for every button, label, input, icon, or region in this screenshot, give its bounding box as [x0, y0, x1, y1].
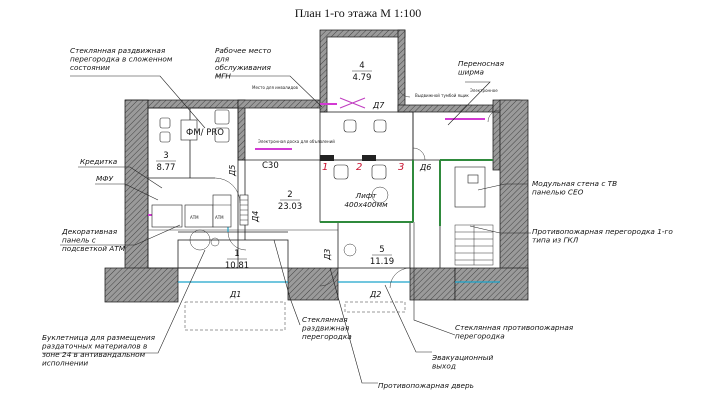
staircase — [454, 224, 494, 266]
callout-line: раздаточных материалов в — [41, 342, 147, 351]
room-2-area: 23.03 — [278, 202, 302, 212]
pm-pro-label: ФМ/ PRO — [186, 128, 224, 138]
workstation-2: 2 — [356, 162, 362, 173]
callout-line: типа из ГКЛ — [532, 236, 579, 245]
note-drawer: Выдвижной тумбой ящик — [415, 93, 469, 98]
workstation-1: 1 — [322, 162, 328, 173]
door-d1: Д1 — [229, 290, 241, 299]
atm-label-2: АТМ — [215, 215, 224, 220]
note-electronic: Электронное — [470, 88, 498, 93]
callout-line: выход — [432, 362, 456, 371]
callout-line: подсветкой АТМ — [62, 244, 126, 253]
callout-line: панелью СЕО — [532, 188, 584, 197]
room-2: 2 23.03 — [278, 190, 302, 212]
room-4: 4 4.79 — [352, 61, 372, 83]
callout-line: перегородка — [302, 332, 352, 341]
lift-title: Лифт — [355, 191, 377, 200]
callout-credit: Кредитка — [80, 157, 117, 166]
door-d5: Д5 — [228, 165, 237, 177]
room-1-number: 1 — [234, 249, 239, 259]
callout-line: перегородка — [455, 332, 505, 341]
room-4-number: 4 — [359, 61, 364, 71]
room-1-area: 10.81 — [225, 261, 249, 271]
door-d6: Д6 — [419, 163, 431, 172]
atm-label-1: АТМ — [190, 215, 199, 220]
callout-line: ширма — [458, 68, 484, 77]
plan-title: План 1-го этажа М 1:100 — [295, 6, 422, 20]
door-d2: Д2 — [369, 290, 381, 299]
note-disabled-place: Место для инвалидов — [252, 85, 299, 90]
callout-line: панель с — [62, 236, 96, 245]
room-2-number: 2 — [287, 190, 292, 200]
magenta-marks — [148, 97, 485, 216]
room-3-number: 3 — [163, 151, 168, 161]
room-4-area: 4.79 — [353, 73, 372, 83]
room-5: 5 11.19 — [370, 245, 394, 267]
c30-label: С30 — [262, 161, 279, 171]
callout-line: состоянии — [70, 63, 110, 72]
callout-line: зоне 24 в антивандальном — [42, 350, 146, 359]
callout-leaders — [42, 75, 531, 384]
room-1: 1 10.81 — [225, 249, 249, 271]
callout-fire-door: Противопожарная дверь — [378, 381, 474, 390]
note-electronic-board: Электронная доска для объявлений — [258, 139, 335, 144]
exterior-walls — [104, 29, 529, 303]
callout-line: МГН — [215, 72, 231, 81]
door-d4: Д4 — [251, 211, 260, 223]
door-d3: Д3 — [323, 249, 332, 261]
furniture — [151, 84, 501, 289]
door-d7: Д7 — [372, 101, 385, 110]
lift-size: 400х400мм — [344, 200, 388, 209]
callout-line: исполнении — [42, 359, 88, 368]
room-3-area: 8.77 — [157, 163, 176, 173]
callout-mfu: МФУ — [96, 174, 114, 183]
room-5-area: 11.19 — [370, 257, 394, 267]
workstation-3: 3 — [398, 162, 404, 173]
callout-line: раздвижная — [301, 324, 350, 333]
room-5-number: 5 — [379, 245, 384, 255]
callout-line: для — [214, 55, 230, 64]
callout-line: обслуживания — [215, 63, 272, 72]
callout-line: перегородка в сложенном — [70, 55, 173, 64]
room-3: 3 8.77 — [156, 151, 176, 173]
